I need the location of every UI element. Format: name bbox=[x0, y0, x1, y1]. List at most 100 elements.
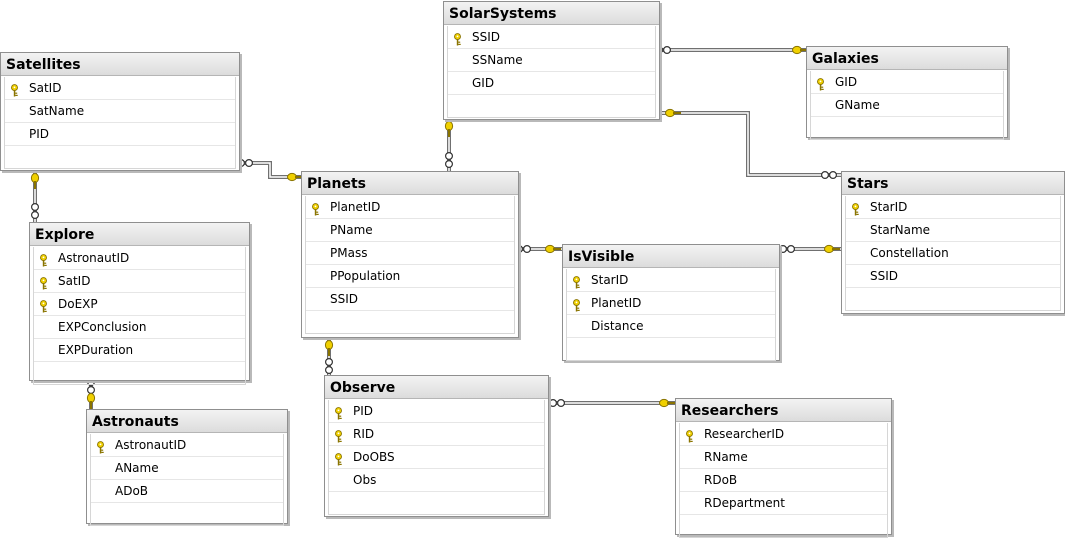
table-title-researchers: Researchers bbox=[676, 399, 891, 422]
column-row[interactable]: RName bbox=[680, 446, 887, 469]
column-name: ResearcherID bbox=[704, 427, 785, 441]
column-row[interactable]: Distance bbox=[567, 315, 775, 338]
column-name: GName bbox=[835, 98, 880, 112]
column-row[interactable]: GName bbox=[811, 94, 1003, 117]
column-row[interactable]: PID bbox=[329, 400, 544, 423]
column-name: AName bbox=[115, 461, 159, 475]
column-name: RDoB bbox=[704, 473, 738, 487]
column-row[interactable]: Obs bbox=[329, 469, 544, 492]
column-row[interactable]: ADoB bbox=[91, 480, 283, 503]
one-end-key-icon bbox=[792, 45, 808, 55]
column-row[interactable]: AstronautID bbox=[91, 434, 283, 457]
column-row[interactable]: PlanetID bbox=[306, 196, 514, 219]
column-row[interactable]: PlanetID bbox=[567, 292, 775, 315]
column-name: RDepartment bbox=[704, 496, 785, 510]
column-name: GID bbox=[835, 75, 858, 89]
primary-key-icon bbox=[851, 201, 860, 216]
column-row[interactable]: DoEXP bbox=[34, 293, 245, 316]
column-row[interactable]: AName bbox=[91, 457, 283, 480]
relationship-solarsystems-planets[interactable] bbox=[444, 118, 454, 171]
column-row[interactable]: PName bbox=[306, 219, 514, 242]
column-name: PlanetID bbox=[330, 200, 381, 214]
relationship-stars-isvisible[interactable] bbox=[778, 244, 841, 254]
column-row[interactable]: AstronautID bbox=[34, 247, 245, 270]
one-end-key-icon bbox=[665, 108, 681, 118]
relationship-satellites-planets[interactable] bbox=[237, 159, 303, 182]
column-row[interactable]: RDoB bbox=[680, 469, 887, 492]
primary-key-icon bbox=[311, 201, 320, 216]
column-row[interactable]: PPopulation bbox=[306, 265, 514, 288]
one-end-key-icon bbox=[824, 244, 840, 254]
one-end-key-icon bbox=[86, 393, 96, 409]
column-row[interactable]: DoOBS bbox=[329, 446, 544, 469]
column-row[interactable]: EXPDuration bbox=[34, 339, 245, 362]
relationship-researchers-observe[interactable] bbox=[547, 398, 675, 408]
one-end-key-icon bbox=[659, 398, 675, 408]
column-row[interactable]: StarName bbox=[846, 219, 1060, 242]
column-row[interactable]: PMass bbox=[306, 242, 514, 265]
column-row[interactable]: GID bbox=[448, 72, 655, 95]
column-name: EXPDuration bbox=[58, 343, 134, 357]
column-row[interactable]: PID bbox=[5, 123, 235, 146]
primary-key-icon bbox=[39, 298, 48, 313]
column-row[interactable]: RID bbox=[329, 423, 544, 446]
table-title-isvisible: IsVisible bbox=[563, 245, 779, 268]
column-row[interactable]: StarID bbox=[567, 269, 775, 292]
column-row[interactable]: RDepartment bbox=[680, 492, 887, 515]
table-title-observe: Observe bbox=[325, 376, 548, 399]
column-name: SSName bbox=[472, 53, 523, 67]
one-end-key-icon bbox=[30, 173, 40, 189]
primary-key-icon bbox=[96, 439, 105, 454]
column-row[interactable]: SSID bbox=[846, 265, 1060, 288]
primary-key-icon bbox=[685, 428, 694, 443]
column-row[interactable]: GID bbox=[811, 71, 1003, 94]
column-row[interactable]: SatID bbox=[5, 77, 235, 100]
column-name: SSID bbox=[330, 292, 359, 306]
empty-row bbox=[811, 117, 1003, 139]
relationship-satellites-explore[interactable] bbox=[30, 169, 40, 222]
column-row[interactable]: SSID bbox=[448, 26, 655, 49]
table-title-planets: Planets bbox=[302, 172, 518, 195]
column-row[interactable]: SSName bbox=[448, 49, 655, 72]
column-name: AstronautID bbox=[58, 251, 130, 265]
primary-key-icon bbox=[39, 252, 48, 267]
column-row[interactable]: ResearcherID bbox=[680, 423, 887, 446]
one-end-key-icon bbox=[444, 121, 454, 137]
primary-key-icon bbox=[334, 405, 343, 420]
column-row[interactable]: Constellation bbox=[846, 242, 1060, 265]
column-name: Constellation bbox=[870, 246, 949, 260]
relationship-planets-observe[interactable] bbox=[324, 336, 334, 375]
column-name: SatID bbox=[58, 274, 91, 288]
column-name: SSID bbox=[472, 30, 501, 44]
primary-key-icon bbox=[816, 76, 825, 91]
table-title-astronauts: Astronauts bbox=[87, 410, 287, 433]
empty-row bbox=[567, 338, 775, 360]
empty-row bbox=[846, 288, 1060, 310]
column-row[interactable]: SatID bbox=[34, 270, 245, 293]
column-row[interactable]: SatName bbox=[5, 100, 235, 123]
one-end-key-icon bbox=[287, 172, 303, 182]
relationship-solarsystems-galaxies[interactable] bbox=[654, 45, 808, 55]
column-name: StarID bbox=[870, 200, 908, 214]
column-row[interactable]: SSID bbox=[306, 288, 514, 311]
one-end-key-icon bbox=[324, 340, 334, 356]
relationship-solarsystems-stars[interactable] bbox=[658, 108, 841, 180]
column-row[interactable]: StarID bbox=[846, 196, 1060, 219]
column-row[interactable]: EXPConclusion bbox=[34, 316, 245, 339]
relationship-planets-isvisible[interactable] bbox=[514, 244, 562, 254]
